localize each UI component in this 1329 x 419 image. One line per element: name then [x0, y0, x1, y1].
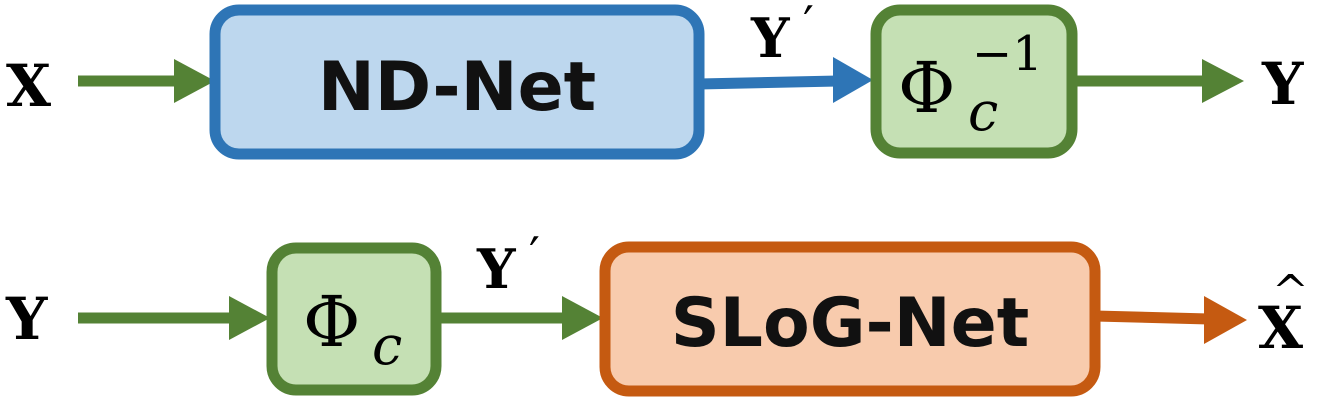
- phi-inverse-sup: −1: [972, 26, 1043, 82]
- bottom-y-prime-base: Y: [476, 237, 517, 301]
- top-row: X ND-Net Y ′ Φ −1 c: [6, 0, 1304, 160]
- bottom-y-prime-mark: ′: [529, 227, 540, 283]
- bottom-input-label: Y: [5, 285, 48, 353]
- phi-base: Φ: [303, 281, 360, 363]
- arrow-ndnet-to-phi-inv: [698, 57, 873, 103]
- top-y-prime-mark: ′: [803, 0, 814, 52]
- top-output-label: Y: [1261, 50, 1304, 118]
- arrow-phi-inv-to-y: [1072, 59, 1244, 103]
- top-y-prime-label: Y ′: [750, 0, 814, 70]
- bottom-output-label: ^ X: [1258, 266, 1309, 362]
- phi-sub: c: [372, 314, 402, 377]
- phi-inverse-base: Φ: [898, 47, 955, 129]
- nd-net-block: ND-Net: [209, 4, 705, 160]
- bottom-row: Y Φ c Y ′ SLoG-Net: [5, 227, 1309, 397]
- phi-block: Φ c: [266, 242, 442, 396]
- arrow-phi-to-slognet: [436, 296, 603, 340]
- nd-net-label: ND-Net: [318, 48, 596, 127]
- arrow-x-to-ndnet: [78, 59, 215, 103]
- phi-inverse-block: Φ −1 c: [870, 4, 1078, 159]
- slog-net-label: SLoG-Net: [671, 284, 1030, 363]
- bottom-output-hat: ^: [1272, 266, 1309, 317]
- slog-net-block: SLoG-Net: [599, 241, 1101, 397]
- arrow-slognet-to-xhat: [1094, 296, 1247, 344]
- top-y-prime-base: Y: [750, 6, 791, 70]
- arrow-y-to-phi: [78, 296, 270, 340]
- bottom-output-base: X: [1258, 294, 1303, 362]
- bottom-y-prime-label: Y ′: [476, 227, 540, 301]
- top-input-label: X: [6, 52, 51, 120]
- phi-inverse-sub: c: [968, 80, 998, 143]
